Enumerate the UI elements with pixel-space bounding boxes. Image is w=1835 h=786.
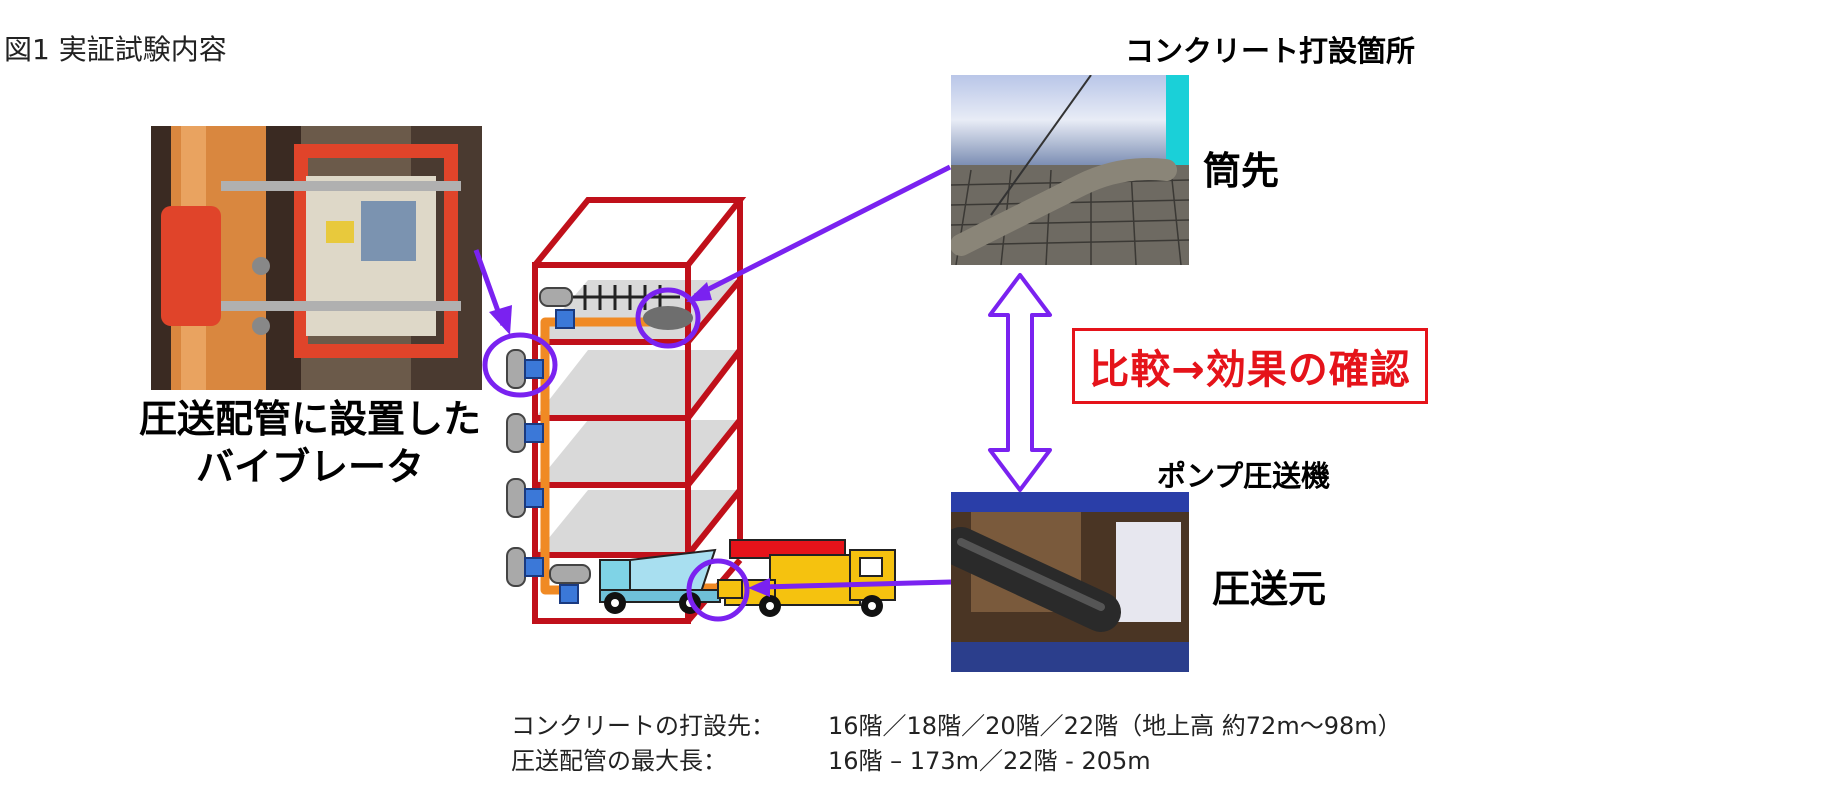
info-value-pipe-length: 16階 – 173m／22階 - 205m — [828, 747, 1151, 775]
vibrator-photo — [151, 126, 482, 390]
info-value-destination: 16階／18階／20階／22階（地上高 約72m〜98m） — [828, 712, 1402, 740]
figure-title: 図1 実証試験内容 — [4, 33, 227, 66]
highlight-circles — [482, 287, 750, 622]
vibrator-caption: 圧送配管に設置した バイブレータ — [130, 395, 490, 491]
vibrator-caption-line2: バイブレータ — [195, 445, 424, 489]
pipe-vibrators — [506, 287, 591, 604]
source-label: 圧送元 — [1212, 567, 1327, 611]
pump-label: ポンプ圧送機 — [1157, 459, 1331, 493]
info-label-pipe-length: 圧送配管の最大長： — [511, 747, 727, 775]
compare-text: 比較→効果の確認 — [1089, 347, 1411, 393]
concrete-pile-icon — [643, 306, 693, 330]
concrete-site-label: コンクリート打設箇所 — [1125, 34, 1416, 68]
pump-source-photo — [951, 492, 1189, 672]
info-label-destination: コンクリートの打設先： — [511, 712, 775, 740]
vibrator-caption-line1: 圧送配管に設置した — [138, 397, 481, 441]
compare-box: 比較→効果の確認 — [1072, 328, 1428, 404]
tip-label: 筒先 — [1203, 149, 1280, 193]
concrete-tip-photo — [951, 75, 1189, 265]
double-arrow-icon — [988, 273, 1052, 492]
rebar-grid — [560, 285, 680, 310]
pump-truck-icon — [717, 539, 896, 617]
